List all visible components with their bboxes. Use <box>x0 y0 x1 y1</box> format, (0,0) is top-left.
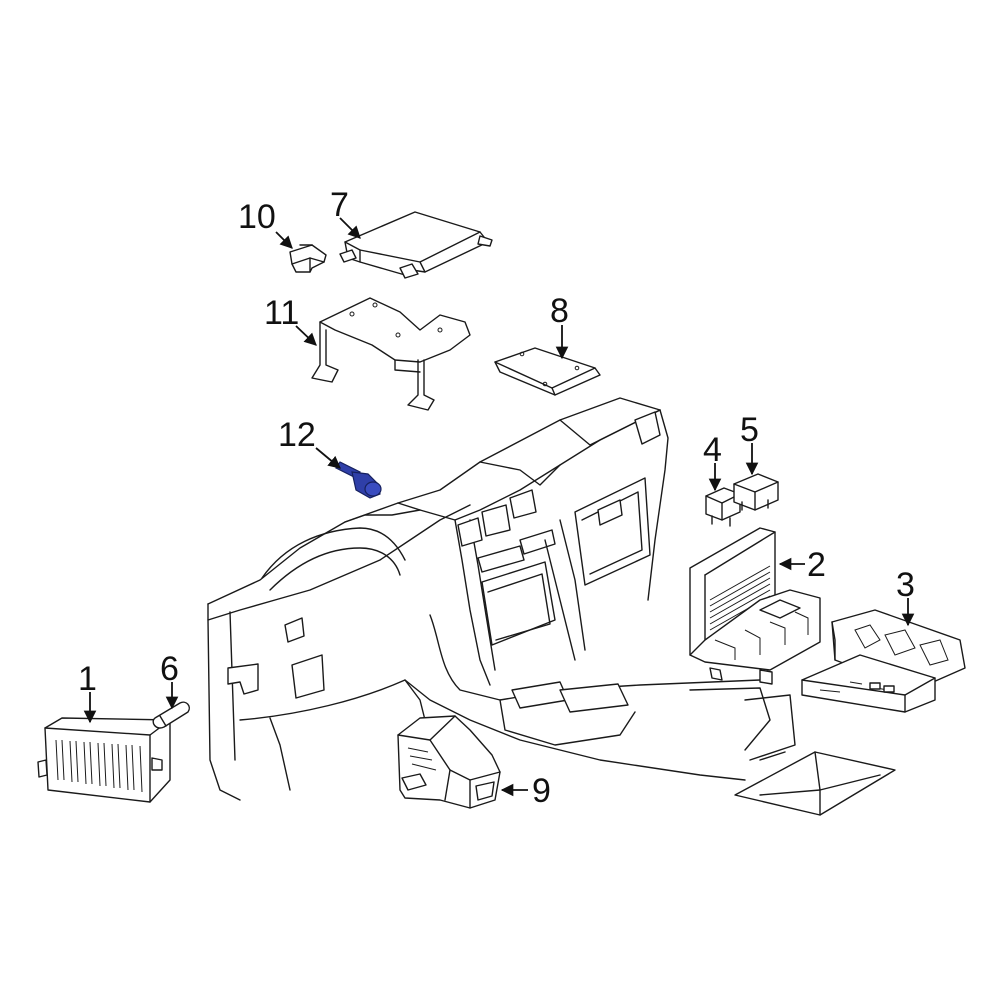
part-3-control-module <box>801 609 966 713</box>
callout-8: 8 <box>550 292 569 330</box>
part-10-bracket <box>289 244 327 273</box>
part-4-relay <box>705 487 741 527</box>
callout-6: 6 <box>160 650 179 688</box>
callout-5: 5 <box>740 411 759 449</box>
callout-10: 10 <box>238 198 276 236</box>
part-6-fuse <box>152 701 190 729</box>
part-11-mounting-bracket <box>311 297 471 411</box>
part-9-sensor <box>397 715 501 809</box>
part-2-junction-box <box>689 527 821 685</box>
callout-labels: 1 2 3 4 5 6 7 8 9 10 11 12 <box>78 186 915 810</box>
arrow-10 <box>275 231 293 249</box>
part-12-sensor-highlighted <box>335 461 382 499</box>
callout-4: 4 <box>703 431 722 469</box>
callout-3: 3 <box>896 566 915 604</box>
callout-1: 1 <box>78 660 97 698</box>
callout-12: 12 <box>278 416 316 454</box>
callout-11: 11 <box>264 294 299 332</box>
part-5-relay <box>733 473 779 511</box>
dashboard <box>207 397 896 816</box>
part-8-module <box>494 347 601 396</box>
callout-7: 7 <box>330 186 349 224</box>
part-7-module <box>339 211 493 279</box>
arrow-11 <box>295 325 317 346</box>
callout-9: 9 <box>532 772 551 810</box>
arrow-12 <box>315 447 341 469</box>
arrow-7 <box>339 217 361 239</box>
part-1-fuse-block <box>37 717 171 803</box>
callout-2: 2 <box>807 546 826 584</box>
callout-arrows <box>83 217 915 797</box>
